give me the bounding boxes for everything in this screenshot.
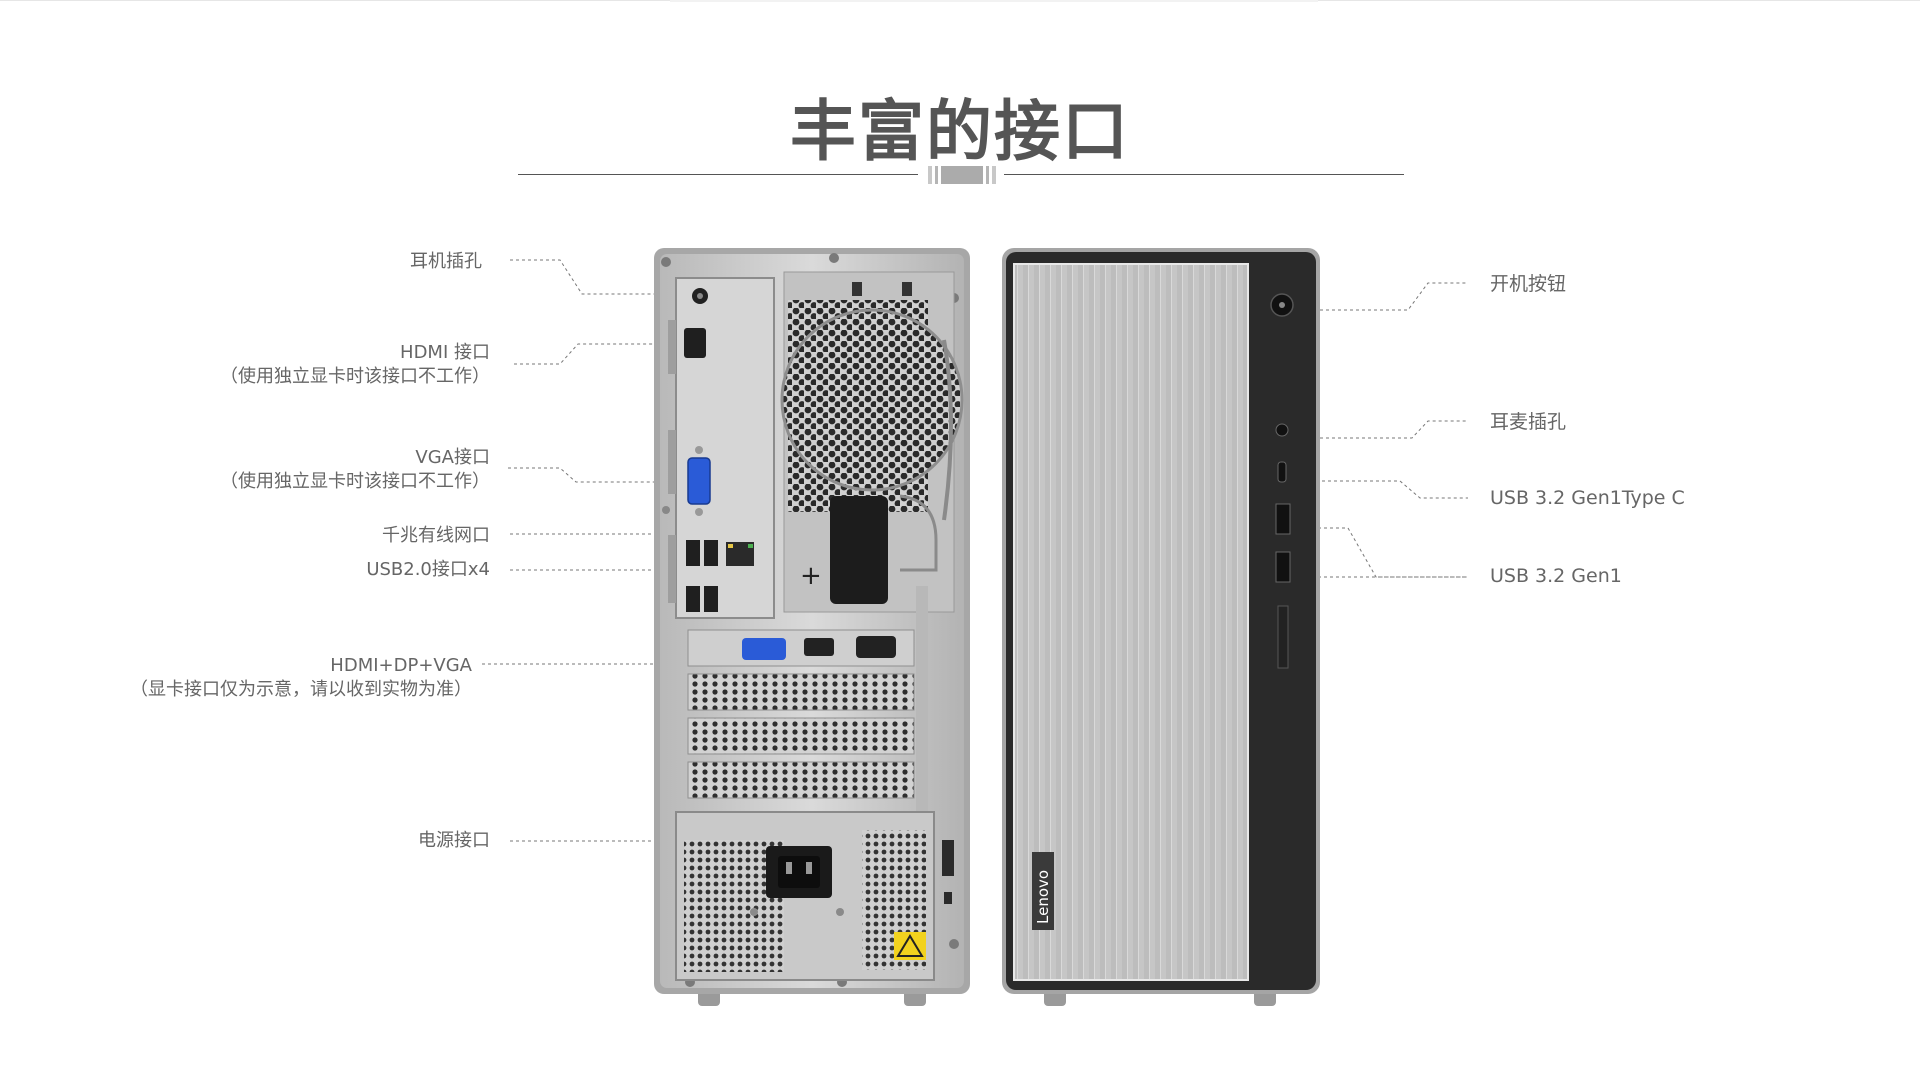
label-power-button: 开机按钮 <box>1490 273 1567 295</box>
front-chassis: Lenovo <box>1002 248 1320 1006</box>
label-vga-port: VGA接口 （使用独立显卡时该接口不工作） <box>220 447 490 492</box>
leader-lines-left <box>482 259 660 842</box>
title-divider-left <box>518 174 918 175</box>
label-ethernet-port: 千兆有线网口 <box>382 525 490 546</box>
label-usb2-ports: USB2.0接口x4 <box>366 559 490 580</box>
lenovo-logo: Lenovo <box>1032 852 1054 930</box>
svg-text:+: + <box>800 561 822 591</box>
lenovo-logo-text: Lenovo <box>1034 870 1052 924</box>
rear-chassis: + <box>654 248 970 1006</box>
label-headset-jack: 耳麦插孔 <box>1490 411 1567 433</box>
label-usb-a-port: USB 3.2 Gen1 <box>1490 565 1622 587</box>
label-usb-c-port: USB 3.2 Gen1Type C <box>1490 487 1685 509</box>
title-divider-ornament <box>928 166 996 184</box>
label-headphone-jack: 耳机插孔 <box>410 251 482 272</box>
title-divider-right <box>1004 174 1404 175</box>
label-hdmi-port: HDMI 接口 （使用独立显卡时该接口不工作） <box>220 342 490 387</box>
label-gpu-ports: HDMI+DP+VGA （显卡接口仅为示意，请以收到实物为准） <box>130 655 472 700</box>
top-border-accent <box>670 0 1318 2</box>
label-power-port: 电源接口 <box>418 830 490 851</box>
leader-lines-right <box>1290 282 1468 578</box>
page-title: 丰富的接口 <box>790 93 1130 170</box>
